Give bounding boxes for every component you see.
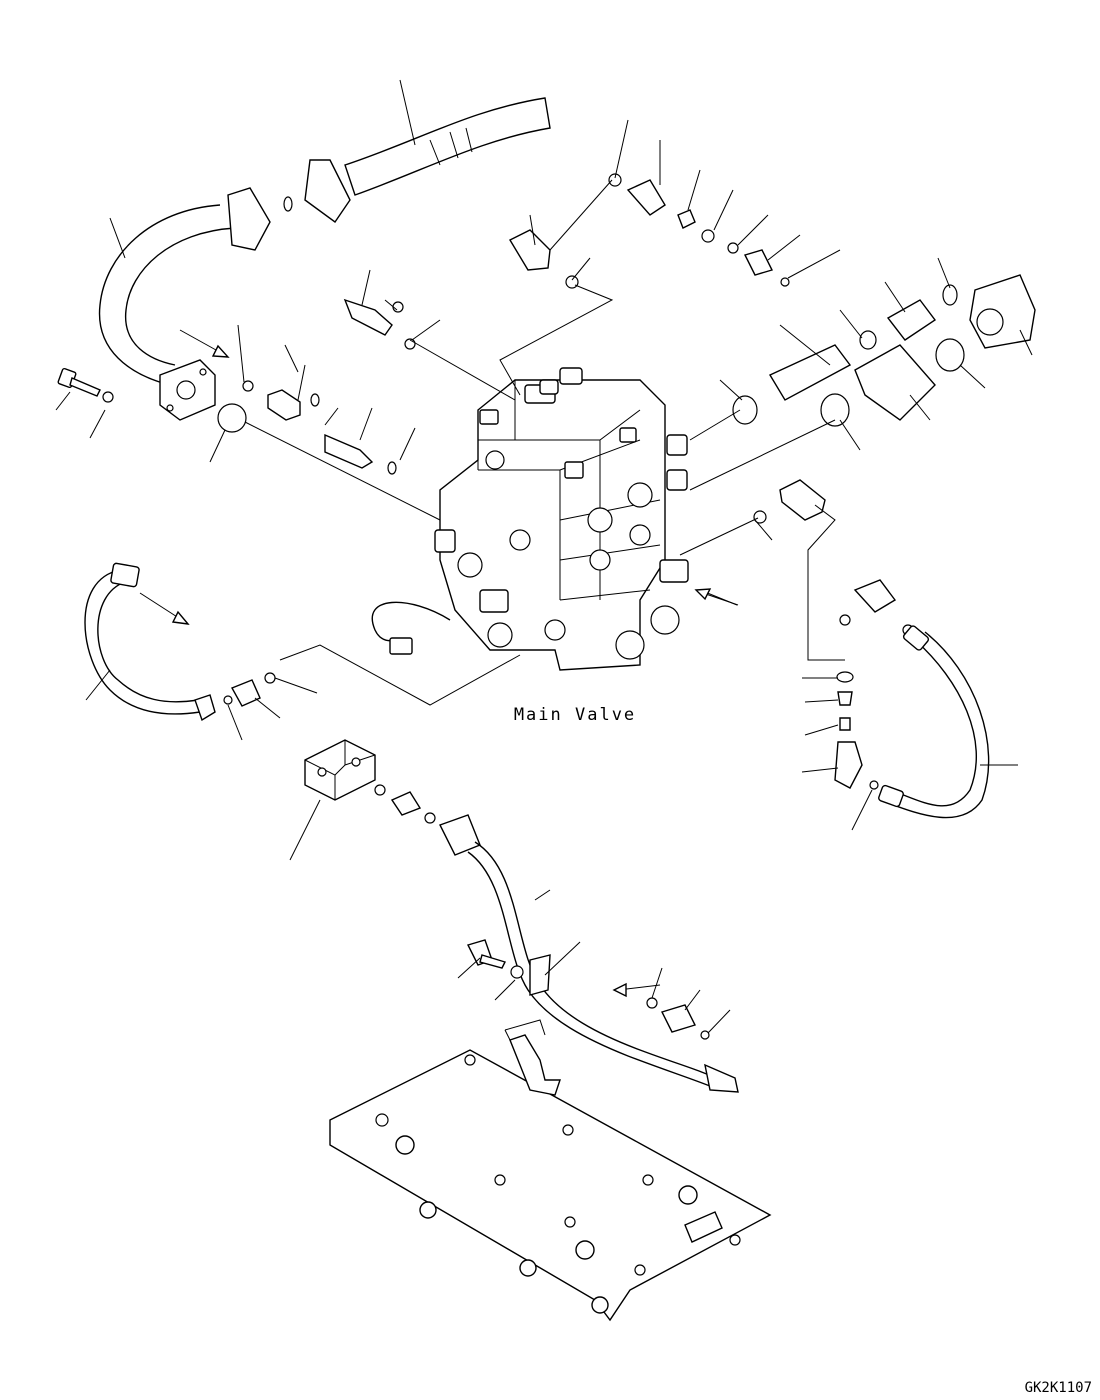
- flow-arrows: [139, 329, 739, 998]
- flange-bolt: [57, 367, 114, 403]
- left-hose: [84, 562, 276, 722]
- drawing-code: GK2K1107: [1025, 1380, 1092, 1396]
- left-pipe-elbow: [98, 187, 271, 421]
- suction-hose-top: [283, 97, 551, 223]
- main-valve-label: Main Valve: [514, 705, 636, 725]
- main-valve-assembly: [371, 367, 689, 671]
- mounting-plate: [329, 1034, 772, 1322]
- pilot-fittings: [509, 173, 790, 289]
- leader-lines: [55, 79, 1033, 1041]
- lower-line-assembly: [304, 739, 739, 1093]
- upper-left-fittings: [217, 298, 416, 475]
- right-elbow-fittings: [753, 479, 914, 790]
- right-hose: [878, 625, 990, 819]
- relief-valve-parts: [732, 274, 1036, 427]
